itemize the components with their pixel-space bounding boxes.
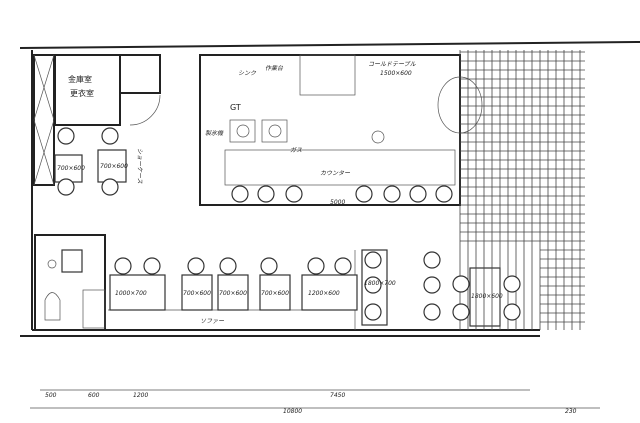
walls	[19, 41, 640, 409]
locker-room-label: 更衣室	[70, 88, 94, 98]
chair	[364, 303, 382, 321]
ice-maker-label: 製氷機	[205, 129, 224, 137]
chair	[503, 303, 521, 321]
dimension: 500	[45, 392, 57, 399]
safe-room-label: 金庫室	[68, 74, 92, 84]
tables	[54, 149, 358, 311]
chair	[364, 251, 382, 269]
chair	[57, 178, 75, 196]
work-table-label: 作業台	[265, 64, 284, 72]
gt-label: GT	[230, 103, 241, 112]
dimension-total: 10800	[283, 408, 302, 415]
table-size: 700×600	[100, 163, 128, 170]
chair	[423, 276, 441, 294]
counter-label: カウンター	[320, 170, 351, 177]
chair	[503, 275, 521, 293]
chair	[334, 257, 352, 275]
dimension: 7450	[330, 392, 345, 399]
chair	[219, 257, 237, 275]
chairs	[57, 127, 521, 321]
sofa-label: ソファー	[200, 318, 225, 325]
table-size: 700×600	[219, 290, 247, 297]
dimension: 230	[565, 408, 577, 415]
dimension: 600	[88, 392, 100, 399]
chair	[307, 257, 325, 275]
chair	[285, 185, 303, 203]
chair	[114, 257, 132, 275]
cold-table-label: コールドテーブル	[368, 60, 417, 68]
dimension: 1200	[133, 392, 148, 399]
chair	[260, 257, 278, 275]
table-size: 700×600	[57, 165, 85, 172]
chair	[101, 178, 119, 196]
showcase-label: ショーケース	[136, 148, 143, 184]
tile-grid	[459, 50, 585, 330]
chair	[187, 257, 205, 275]
chair	[231, 185, 249, 203]
table-size: 1800×700	[364, 280, 396, 287]
table-size: 700×600	[261, 290, 289, 297]
table-size: 1000×700	[115, 290, 147, 297]
chair	[143, 257, 161, 275]
sink-label: シンク	[238, 70, 257, 77]
chair	[423, 303, 441, 321]
chair	[57, 127, 75, 145]
chair	[257, 185, 275, 203]
gas-label: ガス	[290, 147, 302, 154]
table-size: 1200×600	[308, 290, 340, 297]
table-size: 700×600	[183, 290, 211, 297]
chair	[409, 185, 427, 203]
cold-table-size: 1500×600	[380, 70, 412, 77]
chair	[364, 276, 382, 294]
chair	[355, 185, 373, 203]
counter-length: 5000	[330, 199, 345, 206]
chair	[452, 303, 470, 321]
chair	[452, 275, 470, 293]
chair	[423, 251, 441, 269]
chair	[383, 185, 401, 203]
chair	[435, 185, 453, 203]
table-size: 1800×600	[471, 293, 503, 300]
chair	[101, 127, 119, 145]
